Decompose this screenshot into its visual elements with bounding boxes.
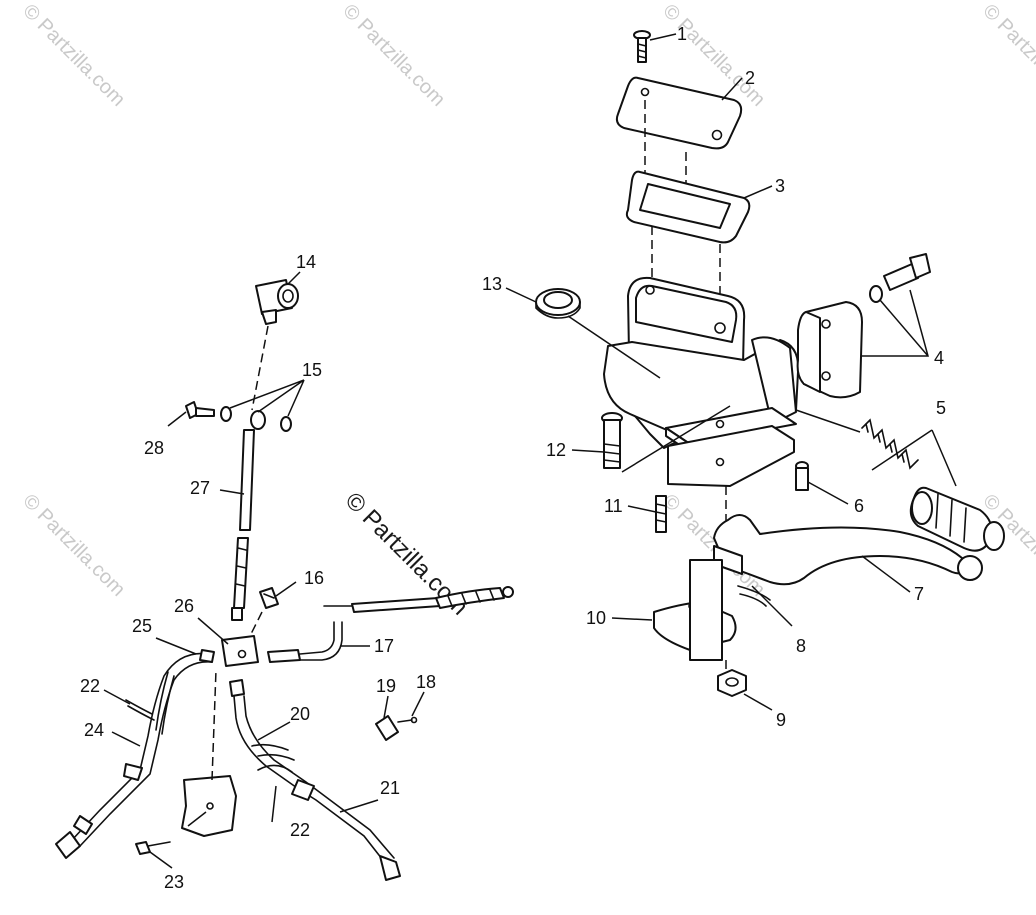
watermark-2: © Partzilla.com xyxy=(338,0,449,111)
lever-pin xyxy=(795,461,809,491)
callout-6: 6 xyxy=(854,496,864,516)
callout-19: 19 xyxy=(376,676,396,696)
callout-2: 2 xyxy=(745,68,755,88)
callouts: 1 2 3 4 5 6 7 8 9 10 11 12 13 14 15 16 1… xyxy=(80,24,946,892)
callout-9: 9 xyxy=(776,710,786,730)
callout-23: 23 xyxy=(164,872,184,892)
callout-22-upper: 22 xyxy=(80,676,100,696)
reservoir-cover xyxy=(615,76,743,150)
brake-line-assembly xyxy=(55,279,514,881)
upper-brake-line xyxy=(239,429,255,531)
plate-screw xyxy=(135,841,171,855)
watermarks: © Partzilla.com © Partzilla.com © Partzi… xyxy=(18,0,1036,621)
callout-10: 10 xyxy=(586,608,606,628)
lever-pivot-bolt xyxy=(601,412,623,469)
watermark-5: © Partzilla.com xyxy=(18,490,129,601)
callout-5: 5 xyxy=(936,398,946,418)
callout-22-lower: 22 xyxy=(290,820,310,840)
piston-assembly xyxy=(909,486,1005,552)
callout-14: 14 xyxy=(296,252,316,272)
bleeder-valve xyxy=(375,715,418,741)
banjo-washers xyxy=(220,406,292,432)
watermark-4: © Partzilla.com xyxy=(978,0,1036,111)
lever-spring xyxy=(737,585,771,607)
callout-16: 16 xyxy=(304,568,324,588)
callout-8: 8 xyxy=(796,636,806,656)
callout-28: 28 xyxy=(144,438,164,458)
watermark-1: © Partzilla.com xyxy=(18,0,129,111)
lever-bracket-lower xyxy=(667,425,795,487)
brake-light-switch xyxy=(259,587,279,609)
reservoir-cover-screw xyxy=(633,30,651,63)
callout-17: 17 xyxy=(374,636,394,656)
hose-mounting-plate xyxy=(181,775,237,837)
callout-12: 12 xyxy=(546,440,566,460)
callout-3: 3 xyxy=(775,176,785,196)
switch-line xyxy=(267,649,301,663)
distribution-block xyxy=(221,635,259,667)
handlebar-clamp xyxy=(796,301,863,399)
pivot-screw xyxy=(655,495,667,533)
banjo-bolt xyxy=(185,401,215,419)
callout-4: 4 xyxy=(934,348,944,368)
callout-11: 11 xyxy=(604,496,623,516)
callout-7: 7 xyxy=(914,584,924,604)
callout-20: 20 xyxy=(290,704,310,724)
callout-24: 24 xyxy=(84,720,104,740)
pivot-nut xyxy=(717,669,747,697)
callout-13: 13 xyxy=(482,274,502,294)
callout-15: 15 xyxy=(302,360,322,380)
brake-line-tee xyxy=(255,279,299,325)
leader-lines xyxy=(103,33,957,869)
callout-1: 1 xyxy=(677,24,687,44)
callout-27: 27 xyxy=(190,478,210,498)
reservoir-seal-ring xyxy=(535,288,581,319)
master-cylinder-assembly xyxy=(535,30,1005,697)
callout-25: 25 xyxy=(132,616,152,636)
callout-21: 21 xyxy=(380,778,400,798)
piston-spring xyxy=(861,418,919,470)
left-brake-hose xyxy=(71,652,211,841)
callout-26: 26 xyxy=(174,596,194,616)
clamp-bolt xyxy=(869,253,931,303)
callout-18: 18 xyxy=(416,672,436,692)
